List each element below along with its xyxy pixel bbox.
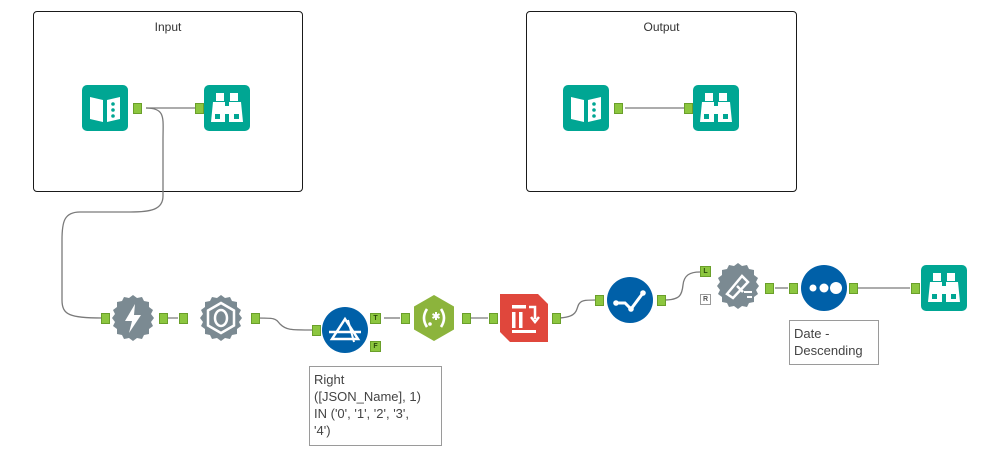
left-input-anchor[interactable]: L xyxy=(700,266,711,277)
select-tool[interactable] xyxy=(606,276,654,324)
book-icon xyxy=(82,85,128,131)
filter-tool[interactable] xyxy=(321,306,369,354)
regex-icon xyxy=(414,295,454,341)
input-anchor[interactable] xyxy=(911,283,920,294)
output-anchor[interactable] xyxy=(159,313,168,324)
cross-tab-tool[interactable] xyxy=(500,294,548,342)
input-container[interactable]: Input xyxy=(33,11,303,192)
json-parse-tool[interactable] xyxy=(197,294,245,342)
lightning-icon xyxy=(112,295,154,341)
filter-annotation[interactable]: Right ([JSON_Name], 1) IN ('0', '1', '2'… xyxy=(309,366,442,446)
filter-icon xyxy=(322,307,368,353)
browse-tool[interactable] xyxy=(203,84,251,132)
false-anchor[interactable]: F xyxy=(370,341,381,352)
append-fields-tool[interactable] xyxy=(714,262,762,310)
sort-tool[interactable] xyxy=(800,264,848,312)
binoculars-icon xyxy=(921,265,967,311)
output-anchor[interactable] xyxy=(657,295,666,306)
sort-annotation[interactable]: Date - Descending xyxy=(789,320,879,365)
input-anchor[interactable] xyxy=(101,313,110,324)
binoculars-icon xyxy=(204,85,250,131)
input-anchor[interactable] xyxy=(312,325,321,336)
regex-tool[interactable] xyxy=(410,294,458,342)
book-icon xyxy=(563,85,609,131)
output-anchor[interactable] xyxy=(849,283,858,294)
output-anchor[interactable] xyxy=(765,283,774,294)
checkmark-icon xyxy=(607,277,653,323)
output-anchor[interactable] xyxy=(251,313,260,324)
binoculars-icon xyxy=(693,85,739,131)
input-container-title: Input xyxy=(154,20,182,34)
input-anchor[interactable] xyxy=(789,283,798,294)
sort-icon xyxy=(801,265,847,311)
output-anchor[interactable] xyxy=(552,313,561,324)
output-container-title: Output xyxy=(643,20,680,34)
right-input-anchor[interactable]: R xyxy=(700,294,711,305)
output-anchor[interactable] xyxy=(462,313,471,324)
output-anchor[interactable] xyxy=(133,103,142,114)
crosstab-icon xyxy=(500,294,548,342)
input-data-tool[interactable] xyxy=(81,84,129,132)
dynamic-input-tool[interactable] xyxy=(109,294,157,342)
input-anchor[interactable] xyxy=(684,103,693,114)
browse-tool[interactable] xyxy=(920,264,968,312)
input-anchor[interactable] xyxy=(195,103,204,114)
output-anchor[interactable] xyxy=(614,103,623,114)
input-anchor[interactable] xyxy=(489,313,498,324)
json-icon xyxy=(200,295,242,341)
input-anchor[interactable] xyxy=(595,295,604,306)
true-anchor[interactable]: T xyxy=(370,313,381,324)
input-anchor[interactable] xyxy=(401,313,410,324)
browse-tool[interactable] xyxy=(692,84,740,132)
input-anchor[interactable] xyxy=(179,313,188,324)
input-data-tool[interactable] xyxy=(562,84,610,132)
append-icon xyxy=(717,263,759,309)
